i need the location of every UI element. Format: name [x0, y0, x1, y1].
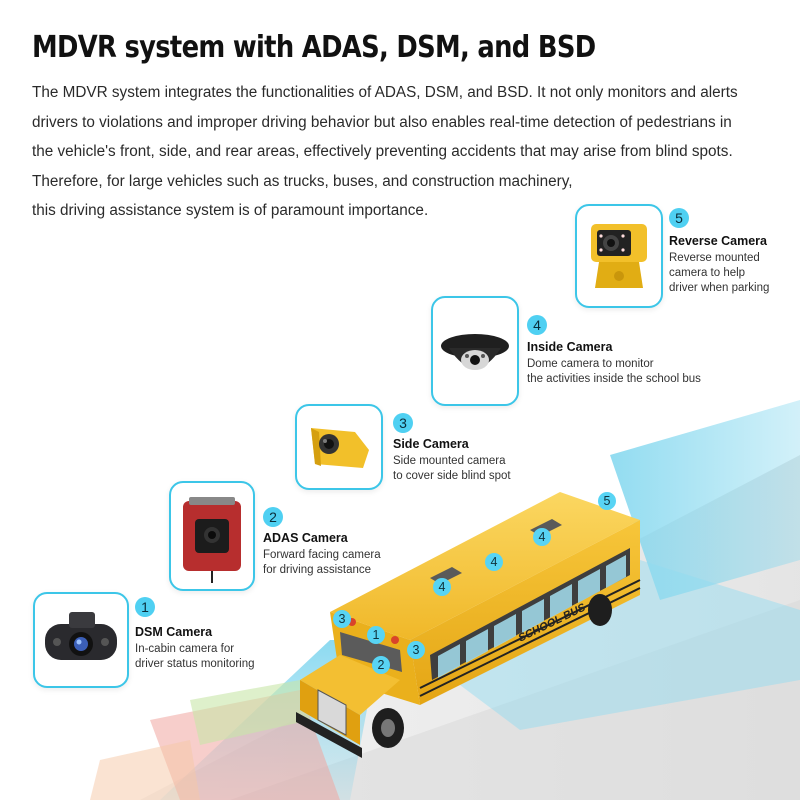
side-camera-icon: [311, 428, 369, 468]
camera-title: DSM Camera: [135, 625, 213, 639]
bus-marker-reverse-camera: 5: [598, 492, 616, 510]
intro-line: drivers to violations and improper drivi…: [32, 113, 732, 131]
rear-coverage-area: [610, 400, 800, 600]
bus-marker-adas-camera: 2: [372, 656, 390, 674]
bus-marker-inside-camera: 4: [485, 553, 503, 571]
bus-marker-side-camera: 3: [333, 610, 351, 628]
camera-description: Dome camera to monitor the activities in…: [527, 358, 701, 385]
dsm-camera-icon: [45, 612, 117, 660]
camera-title: ADAS Camera: [263, 531, 348, 545]
bus-marker-dsm-camera: 1: [367, 626, 385, 644]
camera-description: Reverse mounted camera to help driver wh…: [669, 252, 770, 294]
camera-number-badge: 3: [393, 413, 413, 433]
camera-number-badge: 4: [527, 315, 547, 335]
camera-number-badge: 2: [263, 507, 283, 527]
camera-title: Reverse Camera: [669, 234, 767, 248]
camera-number-badge: 1: [135, 597, 155, 617]
page-title: MDVR system with ADAS, DSM, and BSD: [32, 30, 596, 65]
camera-title: Inside Camera: [527, 340, 613, 354]
bus-marker-inside-camera: 4: [533, 528, 551, 546]
camera-description: Side mounted camera to cover side blind …: [393, 455, 511, 482]
camera-number-badge: 5: [669, 208, 689, 228]
intro-line: Therefore, for large vehicles such as tr…: [32, 172, 573, 190]
intro-line: The MDVR system integrates the functiona…: [32, 84, 738, 101]
reverse-camera-icon: [591, 224, 647, 288]
reverse-camera-card: [575, 204, 663, 308]
camera-description: Forward facing camera for driving assist…: [263, 549, 381, 576]
bus-marker-side-camera: 3: [407, 641, 425, 659]
school-bus: SCHOOL BUS: [296, 492, 641, 758]
inside-camera-card: [431, 296, 519, 406]
intro-paragraph: The MDVR system integrates the functiona…: [32, 78, 777, 226]
dsm-camera-card: [33, 592, 129, 688]
camera-title: Side Camera: [393, 437, 469, 451]
bus-marker-inside-camera: 4: [433, 578, 451, 596]
dome-camera-icon: [441, 334, 509, 370]
intro-line: this driving assistance system is of par…: [32, 202, 429, 219]
adas-camera-card: [169, 481, 255, 591]
camera-description: In-cabin camera for driver status monito…: [135, 643, 255, 670]
intro-line: the vehicle's front, side, and rear area…: [32, 143, 733, 160]
side-camera-card: [295, 404, 383, 490]
adas-camera-icon: [183, 497, 241, 583]
side-coverage-area: [400, 560, 800, 730]
